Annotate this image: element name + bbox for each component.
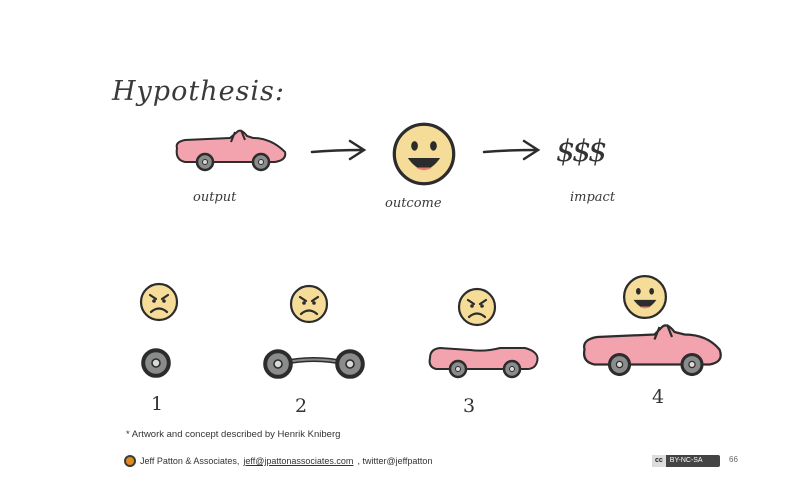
step-number-2: 2 — [295, 395, 308, 417]
footer-twitter: , twitter@jeffpatton — [357, 456, 433, 466]
license-text: BY-NC-SA — [669, 457, 703, 464]
angry-face-icon — [289, 284, 329, 324]
slide-title: Hypothesis: — [112, 76, 285, 107]
page-number: 66 — [729, 455, 738, 464]
car-icon — [175, 129, 287, 172]
step-number-1: 1 — [151, 393, 164, 415]
happy-face-icon — [622, 274, 668, 320]
wheel-icon — [143, 350, 169, 376]
license-badge[interactable]: cc BY-NC-SA — [652, 455, 720, 467]
arrow-icon — [310, 139, 367, 161]
footer-email-link[interactable]: jeff@jpattonassociates.com — [243, 456, 354, 466]
angry-face-icon — [139, 282, 179, 322]
car-icon — [582, 324, 722, 377]
footer: Jeff Patton & Associates, jeff@jpattonas… — [124, 455, 432, 467]
label-impact: impact — [570, 190, 616, 205]
credit-note: * Artwork and concept described by Henri… — [126, 429, 341, 440]
car-icon — [428, 346, 539, 379]
angry-face-icon — [457, 287, 497, 327]
step-number-4: 4 — [652, 386, 665, 408]
arrow-icon — [482, 139, 541, 161]
footer-company: Jeff Patton & Associates, — [140, 456, 240, 466]
logo-icon — [124, 455, 136, 467]
happy-face-icon — [392, 122, 456, 186]
step-number-3: 3 — [463, 395, 476, 417]
label-output: output — [193, 190, 237, 205]
cc-icon: cc — [652, 455, 666, 467]
wheel-icon — [265, 351, 363, 377]
dollar-signs-icon: $$$ — [556, 134, 607, 169]
label-outcome: outcome — [385, 196, 442, 211]
